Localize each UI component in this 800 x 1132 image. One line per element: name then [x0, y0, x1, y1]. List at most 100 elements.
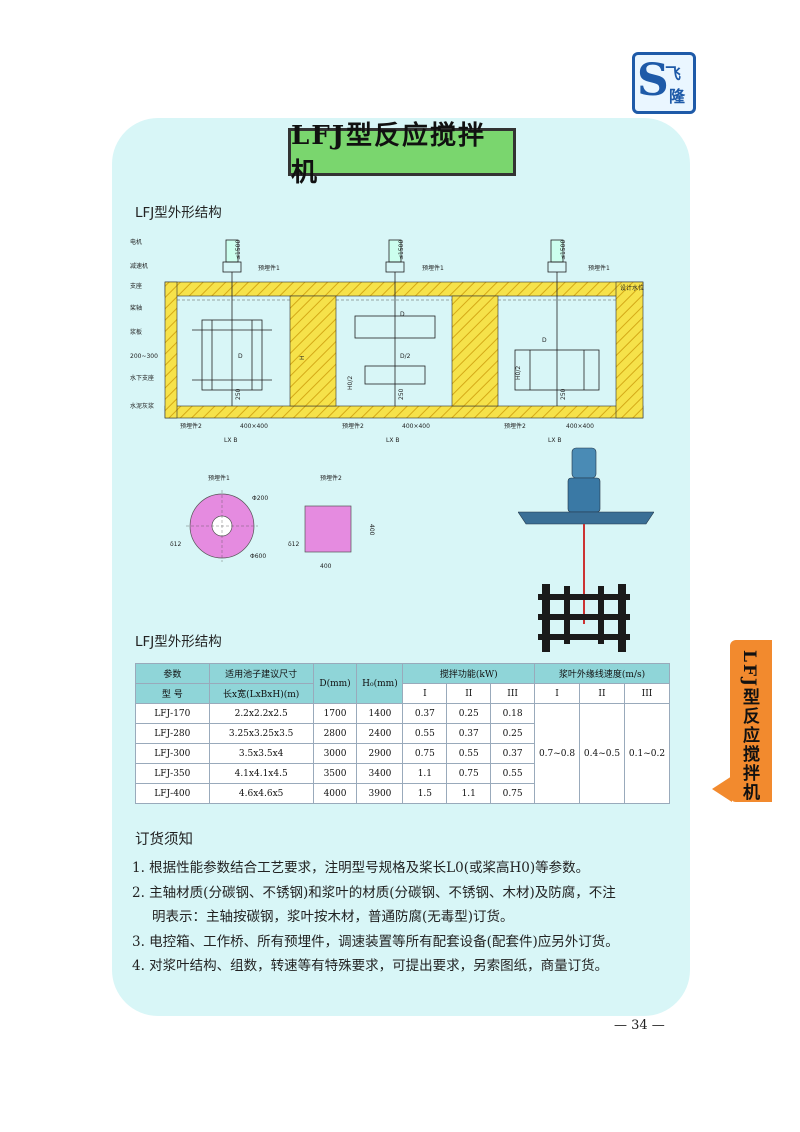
pool-walls — [164, 281, 644, 419]
structure-drawing: 电机 减速机 支座 桨轴 浆板 200~300 水下支座 水泥灰浆 预埋件1 预… — [130, 238, 644, 444]
logo-text-1: 飞 — [665, 64, 682, 83]
header-param: 参数 — [135, 663, 210, 684]
section-heading-structure-2: LFJ型外形结构 — [135, 634, 222, 650]
cell-p3: 0.25 — [490, 723, 536, 744]
label-400-a: 400×400 — [240, 423, 268, 430]
cell-d: 3000 — [312, 743, 358, 764]
label-h: H — [299, 355, 306, 360]
cell-model: LFJ-170 — [135, 703, 210, 724]
header-power-1: I — [402, 683, 448, 704]
header-speed: 浆叶外缘线速度(m/s) — [534, 663, 670, 684]
table-subheader-row: 型 号 长x宽(LxBxH)(m) I II III I II III — [135, 683, 671, 704]
cell-h0: 2900 — [356, 743, 404, 764]
header-speed-1: I — [534, 683, 581, 704]
cell-d: 2800 — [312, 723, 358, 744]
label-d-3: D — [542, 337, 547, 344]
section-heading-structure: LFJ型外形结构 — [135, 205, 222, 221]
content-panel — [112, 118, 690, 1016]
cell-p2: 0.25 — [446, 703, 492, 724]
cell-p3: 0.55 — [490, 763, 536, 784]
logo-letter: S — [637, 55, 669, 106]
cell-model: LFJ-350 — [135, 763, 210, 784]
table-row: LFJ-170 2.2x2.2x2.5 1700 1400 0.37 0.25 … — [135, 703, 671, 804]
label-400-h: 400 — [320, 563, 332, 570]
header-model: 型 号 — [135, 683, 210, 704]
dim-1500-b: ≤1500 — [398, 240, 405, 260]
label-400-b: 400×400 — [402, 423, 430, 430]
note-2a: 2. 主轴材质(分碳钢、不锈钢)和浆叶的材质(分碳钢、不锈钢、木材)及防腐，不注 — [132, 884, 616, 901]
header-speed-3: III — [623, 683, 671, 704]
header-pool-dims: 长x宽(LxBxH)(m) — [208, 683, 314, 704]
dim-1500-c: ≤1500 — [560, 240, 567, 260]
brand-logo: S 飞 隆 — [632, 52, 696, 114]
callout-underwater-support: 水下支座 — [130, 374, 154, 382]
notes-heading: 订货须知 — [135, 832, 193, 848]
cell-model: LFJ-280 — [135, 723, 210, 744]
cell-p2: 1.1 — [446, 783, 492, 804]
cell-h0: 3900 — [356, 783, 404, 804]
cell-d: 4000 — [312, 783, 358, 804]
label-delta12-a: δ12 — [170, 541, 181, 548]
cell-p2: 0.37 — [446, 723, 492, 744]
label-d-2: D — [400, 311, 405, 318]
callout-paddle: 浆板 — [130, 328, 142, 336]
side-tab — [730, 640, 772, 802]
embed-details: 预埋件1 预埋件2 Φ200 Φ600 δ12 δ12 400 400 — [170, 474, 375, 570]
side-tab-arrow — [712, 776, 732, 802]
label-embed-detail-1: 预埋件1 — [208, 474, 230, 482]
cell-speed-2: 0.4~0.5 — [579, 703, 625, 804]
side-tab-label: LFJ型反应搅拌机 — [739, 650, 759, 803]
label-400-v: 400 — [368, 524, 375, 536]
label-embed-1a: 预埋件1 — [258, 264, 280, 272]
cell-model: LFJ-400 — [135, 783, 210, 804]
label-design-level: 设计水位 — [620, 284, 644, 292]
cell-size: 4.1x4.1x4.5 — [208, 763, 314, 784]
cell-p2: 0.55 — [446, 743, 492, 764]
cell-h0: 2400 — [356, 723, 404, 744]
mixer-3 — [514, 239, 600, 406]
label-embed-1c: 预埋件1 — [588, 264, 610, 272]
header-power-3: III — [490, 683, 536, 704]
cell-p3: 0.75 — [490, 783, 536, 804]
note-1: 1. 根据性能参数结合工艺要求，注明型号规格及桨长L0(或桨高H0)等参数。 — [132, 860, 590, 876]
table-header-row: 参数 适用池子建议尺寸 D(mm) H₀(mm) 搅拌功能(kW) 浆叶外缘线速… — [135, 663, 670, 704]
mixer-illustration — [518, 447, 654, 652]
mixer-2 — [354, 239, 436, 406]
header-d: D(mm) — [312, 663, 358, 704]
cell-size: 3.5x3.5x4 — [208, 743, 314, 764]
cell-p1: 1.1 — [402, 763, 448, 784]
header-power: 搅拌功能(kW) — [402, 663, 536, 684]
label-embed-2c: 预埋件2 — [504, 422, 526, 430]
label-400-c: 400×400 — [566, 423, 594, 430]
table-row: LFJ-280 3.25x3.25x3.5 2800 2400 0.55 0.3… — [135, 723, 670, 744]
cell-model: LFJ-300 — [135, 743, 210, 764]
label-lxb-c: LX B — [548, 437, 561, 444]
cell-speed-3: 0.1~0.2 — [623, 703, 671, 804]
header-power-2: II — [446, 683, 492, 704]
cell-h0: 1400 — [356, 703, 404, 724]
left-callouts: 电机 减速机 支座 桨轴 浆板 200~300 水下支座 水泥灰浆 — [130, 238, 158, 410]
header-speed-2: II — [579, 683, 625, 704]
callout-range: 200~300 — [130, 353, 158, 360]
label-phi200: Φ200 — [252, 495, 268, 502]
cell-size: 3.25x3.25x3.5 — [208, 723, 314, 744]
label-lxb-a: LX B — [224, 437, 237, 444]
cell-d: 3500 — [312, 763, 358, 784]
cell-p1: 1.5 — [402, 783, 448, 804]
table-row: LFJ-350 4.1x4.1x4.5 3500 3400 1.1 0.75 0… — [135, 763, 670, 784]
label-lxb-b: LX B — [386, 437, 399, 444]
cell-size: 4.6x4.6x5 — [208, 783, 314, 804]
callout-support: 支座 — [130, 282, 142, 290]
page-number: — 34 — — [614, 1018, 665, 1033]
header-pool-size: 适用池子建议尺寸 — [208, 663, 314, 684]
cell-h0: 3400 — [356, 763, 404, 784]
label-delta12-b: δ12 — [288, 541, 299, 548]
order-notes: 1. 根据性能参数结合工艺要求，注明型号规格及桨长L0(或桨高H0)等参数。 2… — [132, 856, 677, 979]
callout-reducer: 减速机 — [130, 262, 148, 270]
label-h02-b: H0/2 — [515, 366, 522, 380]
label-embed-1b: 预埋件1 — [422, 264, 444, 272]
callout-cement: 水泥灰浆 — [130, 402, 154, 410]
dim-1500-a: ≤1500 — [235, 240, 242, 260]
cell-p1: 0.55 — [402, 723, 448, 744]
label-phi600: Φ600 — [250, 553, 266, 560]
